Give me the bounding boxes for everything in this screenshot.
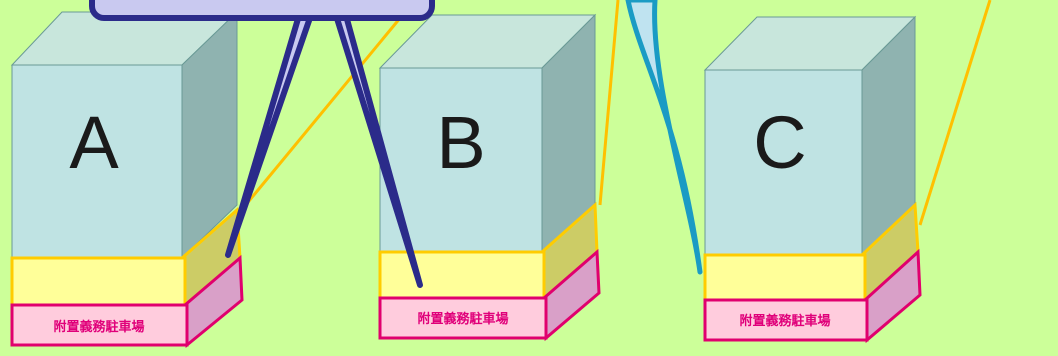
- block-a: A 附置義務駐車場: [10, 10, 244, 349]
- block-b-parking: [378, 296, 548, 340]
- callout-dark: [89, 0, 435, 288]
- block-a-front: [11, 64, 183, 259]
- callout-dark-box: [89, 0, 435, 21]
- block-b-front: [379, 67, 543, 253]
- block-c-label: C: [753, 101, 806, 184]
- block-a-yellow-band: [10, 256, 187, 307]
- block-a-parking-label: 附置義務駐車場: [53, 319, 144, 335]
- block-b-parking-label: 附置義務駐車場: [417, 311, 508, 327]
- block-c: C 附置義務駐車場: [703, 15, 922, 344]
- orange-connector-left: [223, 0, 417, 231]
- block-c-parking: [703, 298, 869, 342]
- orange-connector-middle: [598, 0, 620, 206]
- block-c-parking-label: 附置義務駐車場: [739, 313, 830, 329]
- block-b-yellow-band: [378, 250, 546, 300]
- orange-connector-right: [918, 0, 992, 226]
- block-c-front: [704, 69, 863, 256]
- block-a-label: A: [69, 101, 119, 184]
- callout-blue-pointer: [625, 0, 703, 275]
- block-b-label: B: [436, 101, 485, 184]
- block-a-parking: [10, 303, 189, 347]
- block-c-yellow-band: [703, 253, 867, 302]
- block-b: B 附置義務駐車場: [378, 13, 601, 342]
